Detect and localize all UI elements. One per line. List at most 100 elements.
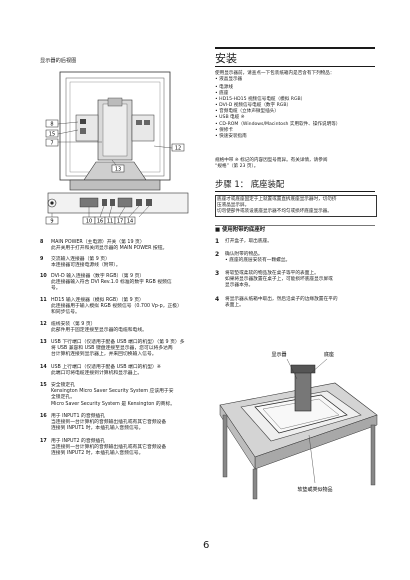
callout-box — [45, 119, 59, 128]
callout-label: 9 — [50, 219, 53, 225]
list-item: 12 缆线安装（第 9 页） 此部件用于固定连接至显示器的电缆和电线。 — [40, 322, 200, 334]
item-title: USB 上行端口（仅适用于配备 USB 端口的机型）※ — [51, 365, 161, 370]
list-item: • 保修卡 — [215, 127, 233, 133]
display-label: 显示器 — [271, 352, 286, 358]
callout-label: 10 — [86, 219, 92, 225]
stand-assembly-illustration: 显示器 底座 软垫或类似物品 — [219, 351, 378, 500]
caution-line: 压液晶显示屏。 — [217, 203, 250, 209]
item-text: 当连接到一台计算机的音频输出插孔或有其它音频设备 — [51, 445, 167, 451]
callout-label: 7 — [50, 141, 53, 147]
rear-view-caption: 显示器的后视图 — [40, 58, 77, 64]
step-text: 确认附带的物品。 — [225, 252, 263, 257]
spec-note: 规格中带 ※ 标记的内容因型号而异。有关详情，请参阅 “规格”（第 23 页）。 — [215, 158, 375, 170]
section-rule — [215, 66, 375, 67]
list-item: 11 HD15 输入连接器（模拟 RGB）（第 9 页） 此连接器用于输入模拟 … — [40, 298, 200, 317]
item-number: 11 — [40, 298, 47, 303]
step-item: 1 打开盒子，取出底座。 — [215, 238, 375, 245]
page-number: 6 — [203, 540, 210, 551]
item-text: 号。 — [51, 286, 61, 292]
item-text: 此连接器用于输入模拟 RGB 视频信号（0.700 Vp-p，正极） — [51, 304, 182, 310]
step-number: 2 — [215, 251, 220, 258]
step-text: 表面上。 — [225, 303, 244, 309]
item-title: 用于 INPUT2 的音频插孔 — [51, 439, 106, 444]
list-item: • HD15-HD15 视频信号电缆（模拟 RGB） — [215, 97, 306, 103]
list-item: • 底座 — [215, 91, 229, 97]
step-number: 1 — [215, 238, 220, 245]
list-item: 16 用于 INPUT1 的音频插孔 当连接到一台计算机的音频输出插孔或有其它音… — [40, 414, 200, 433]
section-rule-top — [215, 47, 375, 49]
callout-label: 17 — [117, 219, 123, 225]
item-text: 台计算机连接到显示器上，并来回切换输入信号。 — [51, 352, 157, 358]
list-item: 8 MAIN POWER（主电源）开关（第 19 页） 此开关用于打开和关闭显示… — [40, 240, 200, 252]
item-number: 12 — [40, 322, 47, 327]
item-text: 连接到 INPUT2 时，本插孔输入音频信号。 — [51, 451, 144, 457]
item-text: Micro Saver Security System 是 Kensington… — [51, 401, 176, 407]
intro-line: 使用显示器前，请查点一下包装纸箱内是否含有下列物品： — [215, 71, 335, 76]
item-text: 和同步信号。 — [51, 310, 80, 316]
note-line: “规格”（第 23 页）。 — [215, 164, 259, 170]
item-number: 8 — [40, 240, 44, 245]
item-title: 安全锁定孔 — [51, 383, 75, 388]
list-item: • DVI-D 视频信号电缆（数字 RGB） — [215, 103, 292, 109]
step-number: 4 — [215, 296, 220, 303]
method-rule — [215, 225, 375, 226]
callout-box — [45, 216, 59, 225]
caution-line: 切勿使部件或装设底座显示器不均匀或损坏底座显示器。 — [217, 209, 332, 215]
list-item: • 音频电缆（立体声微型插头） — [215, 109, 279, 115]
item-text: 连接到 INPUT1 时，本插孔输入音频信号。 — [51, 426, 144, 432]
item-text: 此连接器输入符合 DVI Rev.1.0 标准的数字 RGB 视频信 — [51, 280, 172, 286]
item-text: 此开关用于打开和关闭显示器的 MAIN POWER 按钮。 — [51, 246, 168, 252]
cushion-label: 软垫或类似物品 — [297, 486, 332, 493]
step-text: 如果将显示器放置在桌子上，可能损坏底座显示屏或 — [225, 277, 333, 283]
list-item: 17 用于 INPUT2 的音频插孔 当连接到一台计算机的音频输出插孔或有其它音… — [40, 439, 200, 458]
note-line: 规格中带 ※ 标记的内容因型号而异。有关详情，请参阅 — [215, 158, 328, 163]
list-item: 9 交流输入连接器（第 9 页） 本连接器可连接电源线（附带）。 — [40, 257, 200, 269]
item-number: 9 — [40, 257, 44, 262]
step-item: 3 将软垫或柔软的物品放在桌子等平的表面上。 如果将显示器放置在桌子上，可能损坏… — [215, 270, 375, 290]
step-text: 将软垫或柔软的物品放在桌子等平的表面上。 — [225, 271, 319, 276]
section-title: 安装 — [215, 52, 237, 65]
item-text: 本连接器可连接电源线（附带）。 — [51, 263, 121, 269]
list-item: • CD-ROM（Windows/Macintosh 实用软件、操作说明等） — [215, 121, 341, 127]
item-number: 17 — [40, 439, 47, 444]
caution-line: 底座才或底座固定于上就置或置直拆底座显示器时，切勿挤 — [217, 197, 337, 202]
item-number: 13 — [40, 340, 47, 345]
item-text: 将 USB 兼容和 USB 键盘连接至显示器，您可以将多达两 — [51, 346, 173, 352]
item-title: DVI-D 输入连接器（数字 RGB）（第 9 页） — [51, 274, 145, 279]
item-number: 16 — [40, 414, 47, 419]
monitor-rear-illustration: 8 15 7 13 12 9 10 16 11 17 14 — [45, 71, 189, 225]
caution-box: 底座才或底座固定于上就置或置直拆底座显示器时，切勿挤 压液晶显示屏。 切勿使部件… — [215, 195, 377, 218]
package-contents-list: • 电源线 • 底座 • HD15-HD15 视频信号电缆（模拟 RGB） • … — [215, 85, 375, 140]
callout-label: 14 — [127, 219, 133, 225]
callout-label: 12 — [175, 146, 181, 152]
list-item: 14 USB 上行端口（仅适用于配备 USB 端口的机型）※ 此端口可将电缆连接… — [40, 365, 200, 377]
list-item: 13 USB 下行端口（仅适用于配备 USB 端口的机型）（第 9 页）多 将 … — [40, 340, 200, 359]
callout-box — [45, 138, 59, 147]
item-title: 交流输入连接器（第 9 页） — [51, 257, 110, 262]
item-text: 此部件用于固定连接至显示器的电缆和电线。 — [51, 328, 147, 334]
method-title: ■ 使用附带的底座时 — [215, 227, 266, 233]
item-title: HD15 输入连接器（模拟 RGB）（第 9 页） — [51, 298, 144, 303]
step-title: 步骤 1： 底座装配 — [215, 179, 285, 189]
callout-box — [124, 216, 136, 225]
step-item: 4 将显示器从纸箱中取出，然后沿桌子的边缘放置在平的 表面上。 — [215, 296, 375, 309]
intro-text: 使用显示器前，请查点一下包装纸箱内是否含有下列物品： • 液晶显示器 — [215, 71, 375, 83]
item-title: 用于 INPUT1 的音频插孔 — [51, 414, 106, 419]
item-title: USB 下行端口（仅适用于配备 USB 端口的机型）（第 9 页）多 — [51, 340, 185, 345]
list-item: • USB 电缆 ※ — [215, 115, 245, 121]
stand-label: 底座 — [324, 351, 334, 358]
item-text: 全锁定孔。 — [51, 395, 75, 401]
callout-label: 16 — [97, 219, 103, 225]
item-number: 14 — [40, 365, 47, 370]
step-text: 将显示器从纸箱中取出，然后沿桌子的边缘放置在平的 — [225, 297, 338, 302]
item-number: 15 — [40, 383, 47, 388]
step-text: 显示器本身。 — [225, 283, 254, 289]
intro-line: • 液晶显示器 — [215, 77, 243, 83]
step-text: • 底座的底层安装有一颗螺丝。 — [225, 258, 291, 264]
list-item: • 电源线 — [215, 85, 233, 90]
item-title: 缆线安装（第 9 页） — [51, 322, 96, 327]
list-item: 15 安全锁定孔 Kensington Micro Saver Security… — [40, 383, 200, 408]
callout-box — [111, 164, 125, 173]
step-number: 3 — [215, 270, 220, 277]
list-item: 10 DVI-D 输入连接器（数字 RGB）（第 9 页） 此连接器输入符合 D… — [40, 274, 200, 293]
